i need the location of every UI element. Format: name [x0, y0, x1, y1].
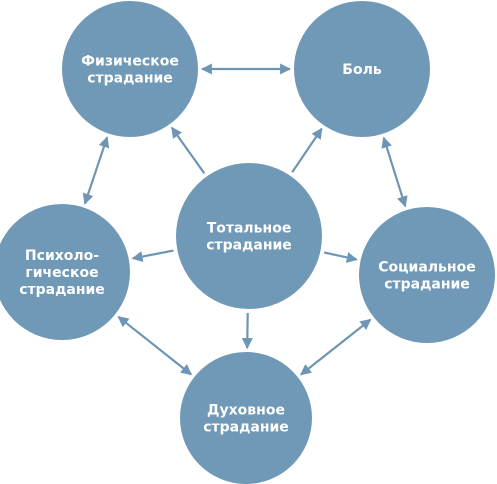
node-circle-total	[176, 163, 322, 309]
node-label-total-line-2: страдание	[206, 238, 292, 254]
arrow-total-to-social	[323, 251, 358, 263]
arrow-social-to-spiritual	[300, 318, 372, 376]
node-label-social-line-1: Социальное	[378, 260, 475, 276]
arrow-psych-to-physical	[82, 136, 110, 205]
arrow-total-to-physical	[170, 126, 206, 174]
node-label-pain-line-1: Боль	[342, 62, 382, 78]
node-label-social-line-2: страдание	[384, 277, 470, 293]
node-label-spiritual-line-2: страдание	[203, 420, 289, 436]
node-label-psych-line-3: страдание	[19, 282, 105, 298]
arrow-spiritual-to-psych	[117, 315, 193, 376]
arrow-total-to-spiritual	[241, 312, 253, 350]
node-circle-pain	[294, 1, 430, 137]
node-label-spiritual-line-1: Духовное	[207, 403, 285, 419]
node-circle-psych	[0, 204, 130, 340]
arrow-pain-to-social	[381, 136, 408, 208]
node-label-psych-line-1: Психоло-	[25, 248, 99, 264]
node-circle-physical	[62, 1, 198, 137]
edges-layer	[82, 63, 408, 376]
node-label-psych-line-2: гическое	[25, 265, 98, 281]
arrow-total-to-psych	[131, 249, 174, 262]
arrow-total-to-pain	[291, 127, 323, 173]
node-label-physical-line-2: страдание	[87, 71, 173, 87]
node-label-physical-line-1: Физическое	[81, 54, 179, 70]
node-label-total-line-1: Тотальное	[207, 221, 292, 237]
node-circle-spiritual	[180, 352, 312, 484]
node-pain: Боль	[294, 1, 430, 137]
node-circle-social	[359, 207, 495, 343]
